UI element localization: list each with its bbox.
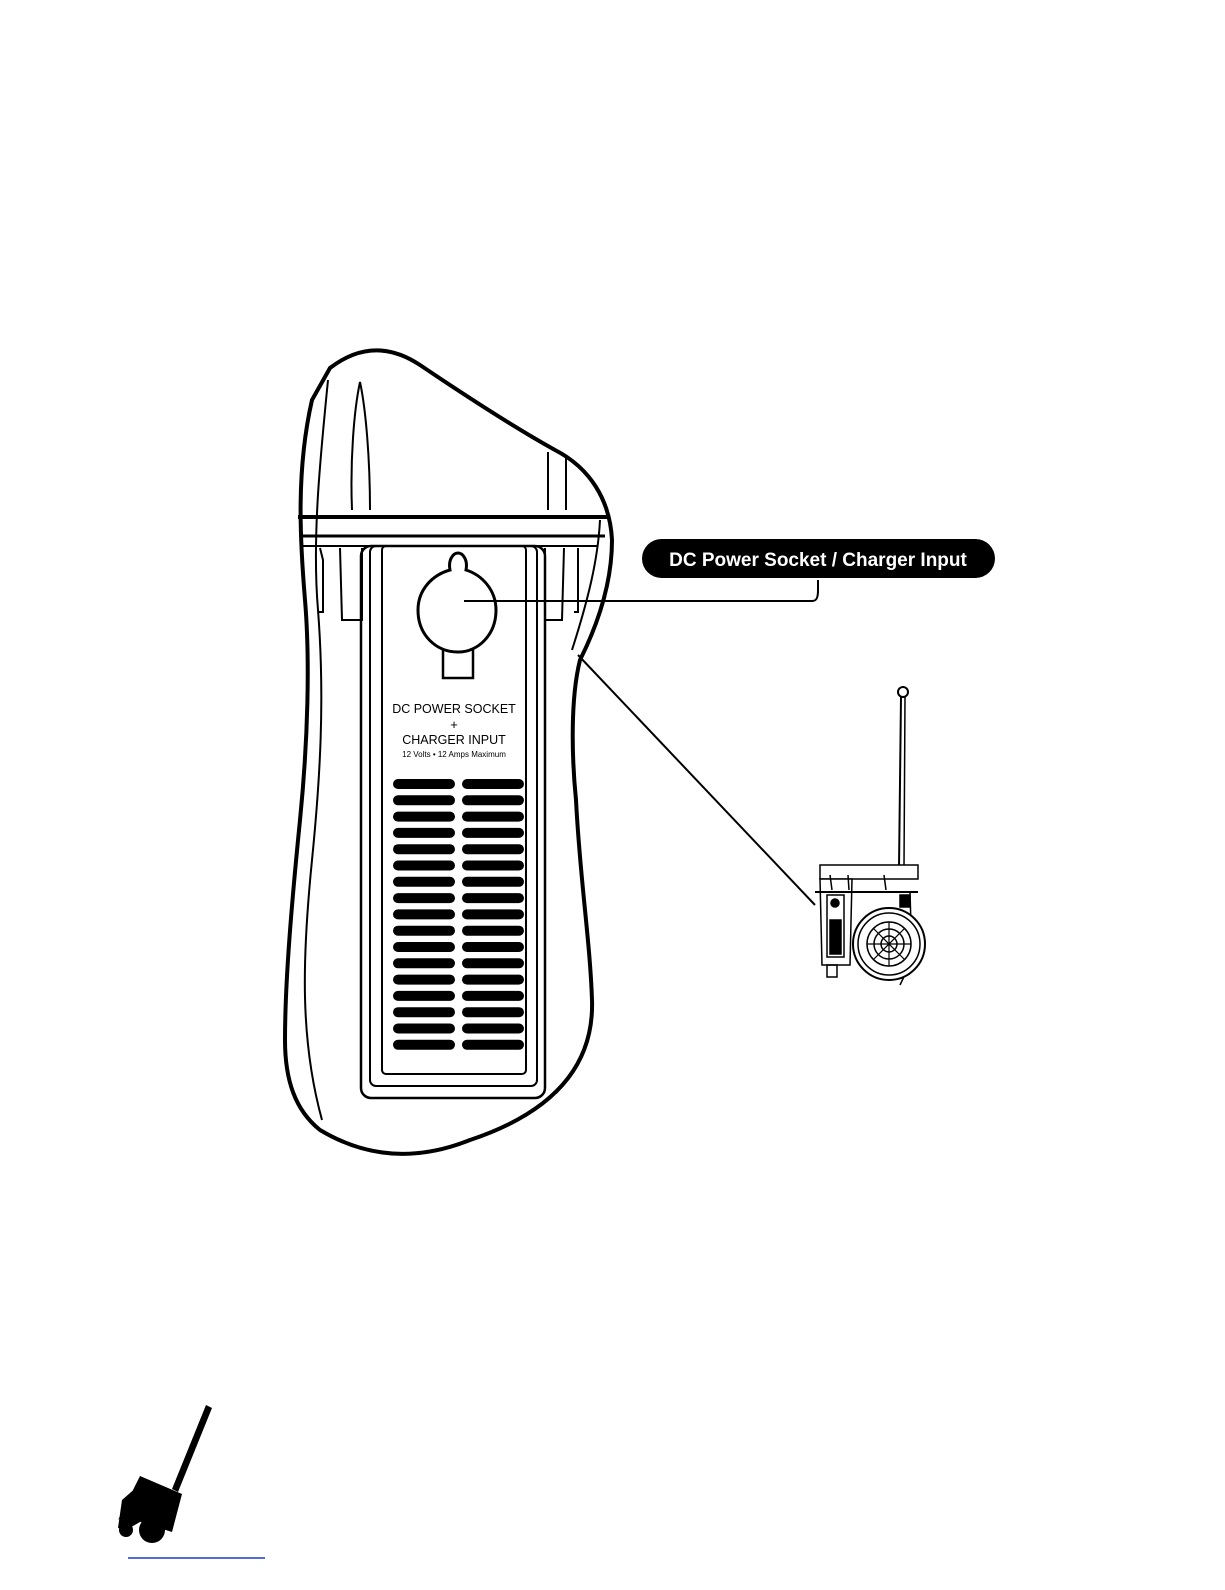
vent-slot: [462, 958, 524, 968]
vent-slot: [393, 1024, 455, 1034]
vent-slot: [393, 844, 455, 854]
vent-slot: [393, 991, 455, 1001]
vent-slot: [393, 1040, 455, 1050]
rib-right: [548, 452, 566, 510]
vent-slot: [393, 877, 455, 887]
vent-slot: [462, 877, 524, 887]
vent-slot: [462, 893, 524, 903]
vent-slot: [462, 926, 524, 936]
vent-slot: [393, 942, 455, 952]
device-inner-left-edge: [305, 380, 328, 1120]
vent-slot: [393, 795, 455, 805]
vent-slot: [393, 812, 455, 822]
vent-slot: [393, 958, 455, 968]
vent-slot: [462, 1007, 524, 1017]
vent-slot: [462, 828, 524, 838]
vent-slot: [462, 779, 524, 789]
panel-label-line1: DC POWER SOCKET: [392, 702, 516, 716]
device-with-wheel-icon: [815, 687, 925, 985]
vent-slot: [393, 926, 455, 936]
vent-slot: [462, 1040, 524, 1050]
callout-leader-line: [464, 580, 818, 601]
vent-slot: [462, 1024, 524, 1034]
vent-slot: [462, 975, 524, 985]
dc-socket-icon: [418, 553, 496, 678]
cart-silhouette-icon: [118, 1405, 212, 1543]
vent-slot: [393, 975, 455, 985]
vent-slot: [462, 844, 524, 854]
vent-slot: [462, 909, 524, 919]
vent-slot: [393, 893, 455, 903]
vent-slot: [462, 812, 524, 822]
panel-label-line3: CHARGER INPUT: [402, 733, 506, 747]
device-inner-right-edge: [572, 520, 600, 650]
vent-slots: [393, 779, 524, 1050]
thumbnail-connector-line: [578, 655, 815, 905]
callout-label: DC Power Socket / Charger Input: [669, 550, 967, 571]
vent-slot: [393, 861, 455, 871]
panel-rating-text: 12 Volts • 12 Amps Maximum: [402, 750, 506, 759]
panel-labels: DC POWER SOCKET + CHARGER INPUT 12 Volts…: [392, 702, 516, 759]
panel-label-plus: +: [450, 717, 458, 732]
top-band: [298, 517, 608, 546]
callout: DC Power Socket / Charger Input: [464, 539, 995, 601]
vent-slot: [393, 909, 455, 919]
vent-slot: [462, 942, 524, 952]
vent-slot: [462, 991, 524, 1001]
vent-slot: [462, 795, 524, 805]
vent-slot: [393, 1007, 455, 1017]
vent-slot: [462, 861, 524, 871]
vent-slot: [393, 779, 455, 789]
vent-slot: [393, 828, 455, 838]
rib-left: [351, 382, 370, 510]
